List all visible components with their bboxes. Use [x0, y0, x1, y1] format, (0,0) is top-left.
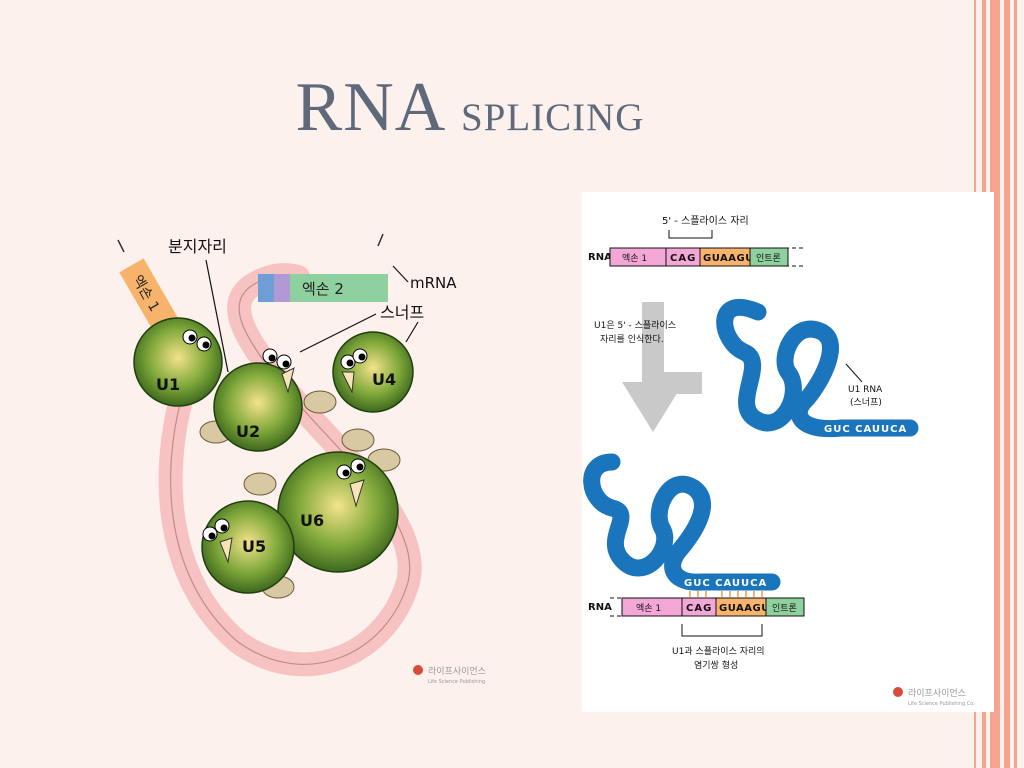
svg-text:인트론: 인트론: [772, 603, 797, 614]
u1-label: U1: [156, 375, 180, 394]
exon2-strand: [258, 274, 388, 302]
publisher-logo-right: 라이프사이언스 Life Science Publishing Co.: [893, 687, 975, 707]
svg-text:엑손 1: 엑손 1: [636, 602, 661, 614]
svg-text:Life Science Publishing: Life Science Publishing: [428, 679, 485, 685]
svg-text:엑손 1: 엑손 1: [622, 252, 647, 264]
snrnp-u1: U1: [133, 317, 223, 407]
u1-seq-bottom: GUC CAUUCA: [684, 578, 767, 589]
rna-strip-top: RNA 엑손 1 CAG GUAAGU 인트론: [588, 247, 804, 267]
u1-splice-site-diagram: 5' - 스플라이스 자리 RNA 엑손 1 CAG GUAAGU 인트론 U1…: [582, 192, 994, 712]
rna-strip-bottom: RNA 엑손 1 CAG GUAAGU 인트론: [588, 597, 805, 617]
u4-label: U4: [372, 370, 396, 389]
snrnp-u2: U2: [213, 348, 303, 452]
u1-rna-ribbon-bottom: [583, 453, 781, 591]
step-text-1: U1은 5' - 스플라이스: [594, 320, 676, 331]
branch-point-label: 분지자리: [168, 237, 227, 256]
slide-title: RNA splicing: [0, 68, 940, 148]
u6-label: U6: [300, 511, 324, 530]
base-pair-ticks: [689, 591, 763, 597]
snrnp-u4: U4: [332, 331, 414, 413]
svg-text:GUAAGU: GUAAGU: [719, 603, 770, 614]
u1-rna-label-2: (스너프): [850, 397, 882, 408]
pair-text-2: 염기쌍 형성: [694, 660, 738, 671]
svg-text:라이프사이언스: 라이프사이언스: [908, 687, 966, 699]
u1-rna-label-1: U1 RNA: [848, 385, 883, 395]
snrnp-u6: U6: [277, 451, 399, 573]
u1-rna-ribbon-top: [716, 298, 919, 438]
title-sub: splicing: [460, 81, 645, 143]
step-text-2: 자리를 인식한다.: [600, 334, 664, 345]
svg-text:RNA: RNA: [588, 602, 612, 613]
title-main: RNA: [295, 69, 443, 146]
svg-text:RNA: RNA: [588, 252, 612, 263]
u5-label: U5: [242, 537, 266, 556]
svg-text:라이프사이언스: 라이프사이언스: [428, 665, 486, 677]
pair-text-1: U1과 스플라이스 자리의: [672, 646, 765, 657]
splice-site-label: 5' - 스플라이스 자리: [662, 215, 749, 227]
step-arrow: [622, 302, 702, 432]
svg-text:인트론: 인트론: [756, 253, 781, 264]
snrnp-u5: U5: [201, 500, 295, 594]
snurp-label: 스너프: [380, 303, 424, 322]
svg-text:CAG: CAG: [670, 253, 696, 264]
svg-text:CAG: CAG: [686, 603, 712, 614]
exon2-label: 엑손 2: [302, 280, 344, 298]
svg-text:GUAAGU: GUAAGU: [703, 253, 754, 264]
spliceosome-diagram: 엑손 2 엑손 1 U1 U2 U4: [117, 233, 486, 685]
u2-label: U2: [236, 422, 260, 441]
svg-text:Life Science Publishing Co.: Life Science Publishing Co.: [908, 701, 975, 707]
mrna-label: mRNA: [410, 274, 457, 292]
u1-seq-top: GUC CAUUCA: [824, 424, 907, 435]
publisher-logo-left: 라이프사이언스 Life Science Publishing: [413, 665, 486, 685]
